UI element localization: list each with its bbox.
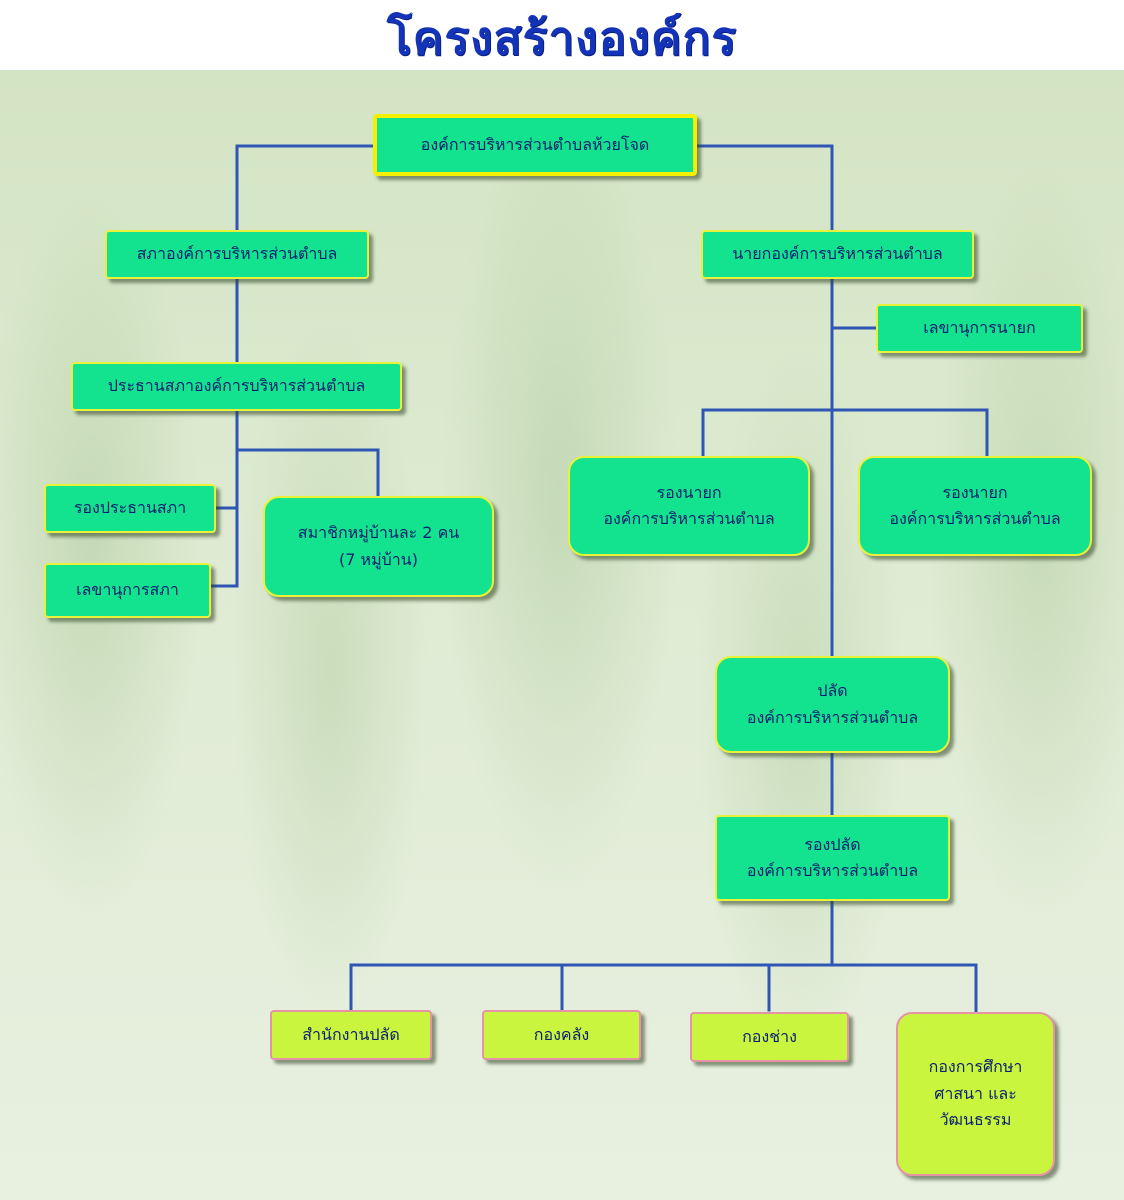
node-mayor-secretary: เลขานุการนายก (876, 304, 1083, 353)
node-council-vice-president: รองประธานสภา (44, 484, 216, 533)
node-finance-division: กองคลัง (482, 1010, 641, 1060)
node-council-secretary: เลขานุการสภา (44, 563, 211, 618)
node-engineering-division: กองช่าง (690, 1012, 849, 1062)
node-deputy-chief-administrator: รองปลัด องค์การบริหารส่วนตำบล (715, 815, 950, 901)
node-council-president: ประธานสภาองค์การบริหารส่วนตำบล (71, 362, 402, 411)
node-deputy-mayor-1: รองนายก องค์การบริหารส่วนตำบล (568, 456, 810, 556)
node-council: สภาองค์การบริหารส่วนตำบล (105, 230, 369, 279)
node-village-members: สมาชิกหมู่บ้านละ 2 คน (7 หมู่บ้าน) (263, 496, 494, 597)
node-deputy-mayor-2: รองนายก องค์การบริหารส่วนตำบล (858, 456, 1092, 556)
node-organization: องค์การบริหารส่วนตำบลห้วยโจด (373, 114, 697, 176)
page-title: โครงสร้างองค์กร (386, 11, 738, 65)
node-office-of-chief: สำนักงานปลัด (270, 1010, 432, 1060)
node-education-division: กองการศึกษา ศาสนา และ วัฒนธรรม (896, 1012, 1055, 1176)
node-chief-administrator: ปลัด องค์การบริหารส่วนตำบล (715, 656, 950, 753)
node-mayor: นายกองค์การบริหารส่วนตำบล (701, 230, 974, 279)
